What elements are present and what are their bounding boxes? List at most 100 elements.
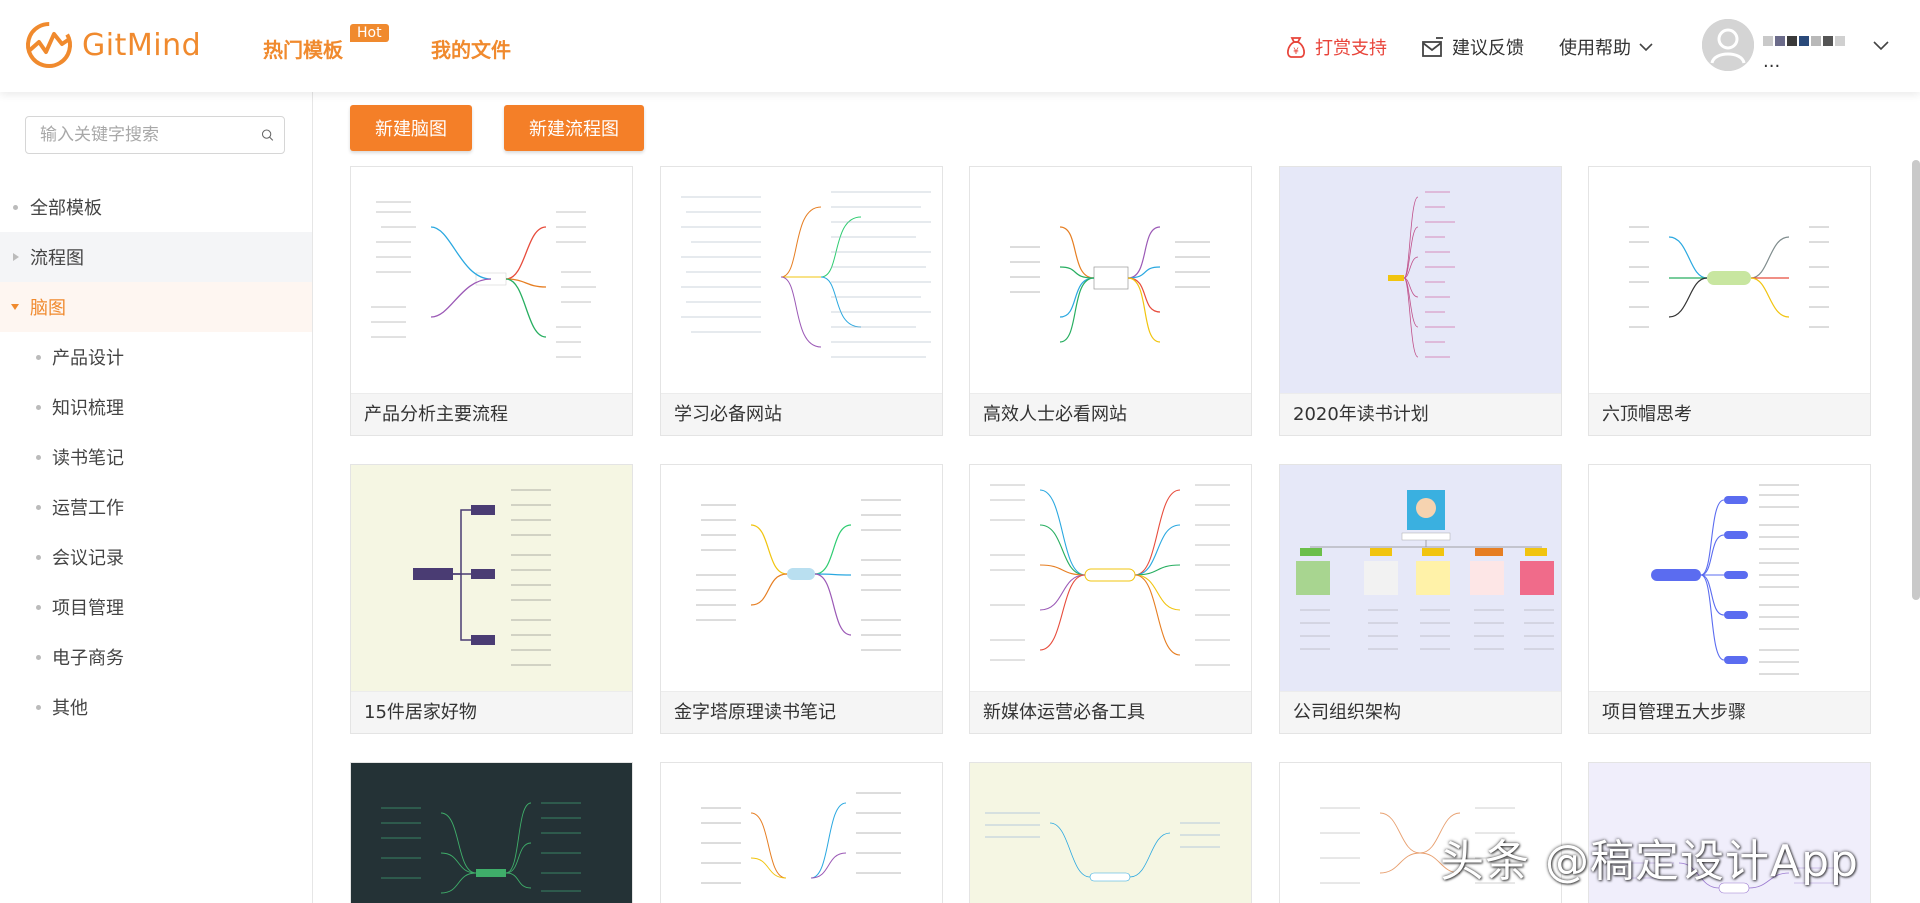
sidebar-item-all-templates[interactable]: 全部模板: [0, 182, 312, 232]
mindmap-thumbnail: [661, 465, 942, 691]
template-title: 2020年读书计划: [1280, 393, 1561, 435]
sidebar-item-label: 知识梳理: [52, 398, 124, 419]
envelope-edit-icon: [1422, 37, 1443, 57]
template-card[interactable]: 六顶帽思考: [1588, 166, 1871, 436]
username-masked[interactable]: ...: [1762, 32, 1862, 72]
svg-text:¥: ¥: [1293, 47, 1299, 57]
sidebar-item-label: 产品设计: [52, 348, 124, 369]
sidebar-item-mindmap[interactable]: 脑图: [0, 282, 312, 332]
nav-hot-templates[interactable]: 热门模板: [263, 38, 343, 62]
hot-badge: Hot: [350, 24, 389, 42]
new-mindmap-button[interactable]: 新建脑图: [350, 105, 472, 151]
template-title: 新媒体运营必备工具: [970, 691, 1251, 733]
template-title: 金字塔原理读书笔记: [661, 691, 942, 733]
template-card[interactable]: 2020年读书计划: [1279, 166, 1562, 436]
caret-down-icon: [11, 304, 19, 310]
sidebar-item-label: 会议记录: [52, 548, 124, 569]
bullet-icon: [36, 555, 41, 560]
feedback-label: 建议反馈: [1452, 38, 1524, 59]
bullet-icon: [13, 205, 18, 210]
template-card[interactable]: [350, 762, 633, 903]
template-card[interactable]: [660, 762, 943, 903]
watermark-text: 头条 @稿定设计App: [1440, 836, 1859, 887]
template-title: 六顶帽思考: [1589, 393, 1870, 435]
bullet-icon: [36, 505, 41, 510]
sidebar-item-project-mgmt[interactable]: 项目管理: [0, 582, 312, 632]
sidebar-item-label: 运营工作: [52, 498, 124, 519]
template-title: 公司组织架构: [1280, 691, 1561, 733]
template-card[interactable]: 金字塔原理读书笔记: [660, 464, 943, 734]
mindmap-thumbnail: [1280, 763, 1561, 903]
template-title: 项目管理五大步骤: [1589, 691, 1870, 733]
gitmind-logo[interactable]: GitMind: [24, 20, 201, 70]
sidebar-item-label: 电子商务: [52, 648, 124, 669]
sidebar-item-label: 读书笔记: [52, 448, 124, 469]
chevron-down-icon: [1639, 43, 1653, 52]
avatar[interactable]: [1702, 19, 1754, 71]
logo-text: GitMind: [82, 27, 202, 63]
template-card[interactable]: [1588, 762, 1871, 903]
template-title: 产品分析主要流程: [351, 393, 632, 435]
feedback-link[interactable]: 建议反馈: [1420, 34, 1524, 60]
sidebar-item-flowchart[interactable]: 流程图: [0, 232, 312, 282]
donate-label: 打赏支持: [1315, 38, 1387, 59]
user-avatar-icon: [1702, 19, 1754, 71]
donate-link[interactable]: ¥ 打赏支持: [1283, 34, 1387, 60]
help-label: 使用帮助: [1559, 38, 1631, 59]
sidebar: 全部模板 流程图 脑图 产品设计 知识梳理 读书笔记 运营工作 会议记录 项目管…: [0, 92, 313, 903]
template-card[interactable]: [969, 762, 1252, 903]
template-card[interactable]: 高效人士必看网站: [969, 166, 1252, 436]
caret-right-icon: [13, 253, 19, 261]
sidebar-item-reading-notes[interactable]: 读书笔记: [0, 432, 312, 482]
sidebar-item-label: 全部模板: [30, 198, 102, 219]
help-dropdown[interactable]: 使用帮助: [1559, 34, 1655, 60]
gitmind-logo-icon: [26, 22, 72, 68]
template-card[interactable]: 公司组织架构: [1279, 464, 1562, 734]
sidebar-item-label: 脑图: [30, 298, 66, 319]
template-title: 高效人士必看网站: [970, 393, 1251, 435]
template-card[interactable]: 产品分析主要流程: [350, 166, 633, 436]
search-box: [25, 116, 285, 154]
sidebar-item-operations[interactable]: 运营工作: [0, 482, 312, 532]
mindmap-thumbnail: [970, 465, 1251, 691]
template-title: 学习必备网站: [661, 393, 942, 435]
bullet-icon: [36, 605, 41, 610]
template-card[interactable]: [1279, 762, 1562, 903]
template-card[interactable]: 15件居家好物: [350, 464, 633, 734]
template-title: 15件居家好物: [351, 691, 632, 733]
sidebar-item-other[interactable]: 其他: [0, 682, 312, 732]
money-bag-icon: ¥: [1287, 37, 1305, 58]
new-flowchart-button[interactable]: 新建流程图: [504, 105, 644, 151]
sidebar-item-label: 项目管理: [52, 598, 124, 619]
mindmap-thumbnail: [970, 167, 1251, 393]
bullet-icon: [36, 355, 41, 360]
search-input[interactable]: [38, 124, 261, 146]
template-card[interactable]: 新媒体运营必备工具: [969, 464, 1252, 734]
user-chevron-down-icon[interactable]: [1871, 36, 1891, 56]
sidebar-item-label: 其他: [52, 698, 88, 719]
sidebar-item-meeting-notes[interactable]: 会议记录: [0, 532, 312, 582]
top-header: GitMind 热门模板 Hot 我的文件 ¥ 打赏支持 建议反馈 使用帮助: [0, 0, 1920, 92]
sidebar-item-knowledge[interactable]: 知识梳理: [0, 382, 312, 432]
nav-my-files[interactable]: 我的文件: [431, 38, 511, 62]
mindmap-thumbnail: [1589, 763, 1870, 903]
mindmap-thumbnail: [1280, 167, 1561, 393]
sidebar-item-product-design[interactable]: 产品设计: [0, 332, 312, 382]
sidebar-item-ecommerce[interactable]: 电子商务: [0, 632, 312, 682]
template-card[interactable]: 项目管理五大步骤: [1588, 464, 1871, 734]
mindmap-thumbnail: [351, 465, 632, 691]
org-chart-thumbnail: [1280, 465, 1561, 691]
template-card[interactable]: 学习必备网站: [660, 166, 943, 436]
sidebar-item-label: 流程图: [30, 248, 84, 269]
bullet-icon: [36, 455, 41, 460]
mindmap-thumbnail: [351, 167, 632, 393]
mindmap-thumbnail: [1589, 465, 1870, 691]
mindmap-thumbnail: [661, 167, 942, 393]
bullet-icon: [36, 405, 41, 410]
bullet-icon: [36, 705, 41, 710]
scrollbar[interactable]: [1912, 160, 1920, 600]
bullet-icon: [36, 655, 41, 660]
username-ellipsis: ...: [1763, 51, 1781, 72]
mindmap-thumbnail: [970, 763, 1251, 903]
search-icon[interactable]: [261, 124, 274, 146]
